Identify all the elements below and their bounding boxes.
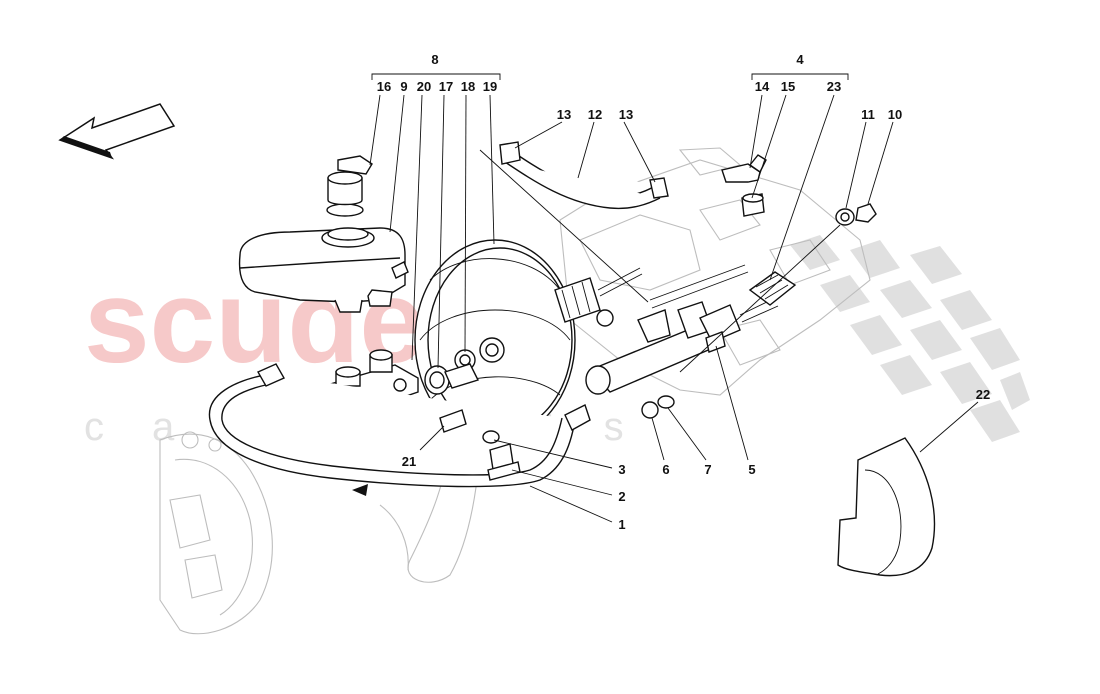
callout-5: 5 xyxy=(748,462,755,477)
hose-clamp-left xyxy=(499,141,521,165)
callout-9: 9 xyxy=(400,79,407,94)
seal-ring-17 xyxy=(424,365,450,395)
clutch-master-cylinder xyxy=(585,297,779,395)
union-seal xyxy=(741,193,765,217)
callout-7: 7 xyxy=(704,462,711,477)
callout-10: 10 xyxy=(888,107,902,122)
direction-arrow-icon xyxy=(58,103,176,160)
group-bracket-4 xyxy=(751,73,849,80)
clip-bolt xyxy=(482,430,500,444)
callout-6: 6 xyxy=(662,462,669,477)
group-bracket-8 xyxy=(371,73,501,80)
vacuum-hose xyxy=(504,149,661,210)
callout-15: 15 xyxy=(781,79,795,94)
fluid-reservoir xyxy=(238,227,409,313)
callout-2: 2 xyxy=(618,489,625,504)
hose-clamp-right xyxy=(649,177,669,199)
nut-10 xyxy=(855,203,877,223)
callout-8: 8 xyxy=(431,52,438,67)
stud-bolt xyxy=(705,331,726,353)
callout-22: 22 xyxy=(976,387,990,402)
nut xyxy=(641,401,659,419)
callout-12: 12 xyxy=(588,107,602,122)
flow-arrow-icon xyxy=(352,484,368,496)
callout-23: 23 xyxy=(827,79,841,94)
callout-labels: 8 4 16 9 20 17 18 19 13 12 13 14 15 23 1… xyxy=(377,52,990,532)
callout-20: 20 xyxy=(417,79,431,94)
connector-fitting xyxy=(444,363,479,389)
callout-4: 4 xyxy=(796,52,804,67)
pushrod-fork xyxy=(637,264,749,343)
callout-3: 3 xyxy=(618,462,625,477)
brake-booster xyxy=(414,239,576,441)
leader-lines xyxy=(369,94,979,523)
reservoir-cap xyxy=(326,155,373,217)
dust-boot xyxy=(748,271,797,306)
watermark-checker-flag xyxy=(790,235,1030,442)
callout-21: 21 xyxy=(402,454,416,469)
pipe-clip xyxy=(487,443,521,481)
washer-11 xyxy=(835,208,855,226)
callout-16: 16 xyxy=(377,79,391,94)
callout-11: 11 xyxy=(861,107,875,122)
callout-14: 14 xyxy=(755,79,770,94)
callout-17: 17 xyxy=(439,79,453,94)
washer xyxy=(657,395,675,409)
heat-shield xyxy=(837,437,936,577)
callout-18: 18 xyxy=(461,79,475,94)
callout-13-right: 13 xyxy=(619,107,633,122)
gearbox-housing-outline xyxy=(159,431,273,635)
return-hose-outline xyxy=(379,429,481,583)
brake-line xyxy=(208,363,591,488)
callout-1: 1 xyxy=(618,517,625,532)
callout-13-left: 13 xyxy=(557,107,571,122)
booster-pushrod-boot xyxy=(554,267,643,327)
callout-19: 19 xyxy=(483,79,497,94)
